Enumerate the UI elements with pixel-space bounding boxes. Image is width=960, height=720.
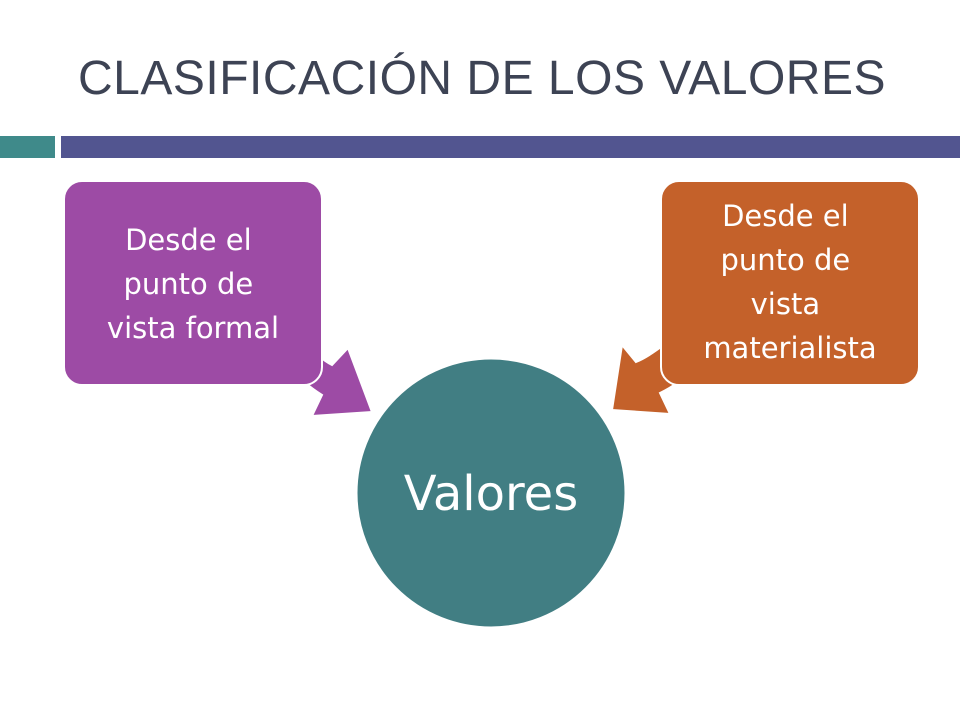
node-formal-line-3: vista formal bbox=[107, 311, 279, 345]
node-materialista-line-2: punto de bbox=[721, 243, 851, 277]
node-formal: Desde el punto de vista formal bbox=[63, 180, 323, 386]
title-accent-bar-long bbox=[61, 136, 960, 158]
node-materialista-line-1: Desde el bbox=[722, 199, 849, 233]
node-formal-line-1: Desde el bbox=[125, 223, 252, 257]
node-formal-line-2: punto de bbox=[124, 267, 254, 301]
node-materialista-line-3: vista bbox=[751, 287, 820, 321]
node-materialista-line-4: materialista bbox=[703, 331, 876, 365]
node-materialista-label: Desde el punto de vista materialista bbox=[703, 199, 876, 365]
title-accent-bar-short bbox=[0, 136, 55, 158]
center-node-valores: Valores bbox=[354, 356, 628, 630]
slide-title: CLASIFICACIÓN DE LOS VALORES bbox=[78, 52, 886, 105]
node-materialista: Desde el punto de vista materialista bbox=[660, 180, 920, 386]
node-formal-label: Desde el punto de vista formal bbox=[107, 223, 279, 345]
center-node-label: Valores bbox=[404, 466, 578, 522]
